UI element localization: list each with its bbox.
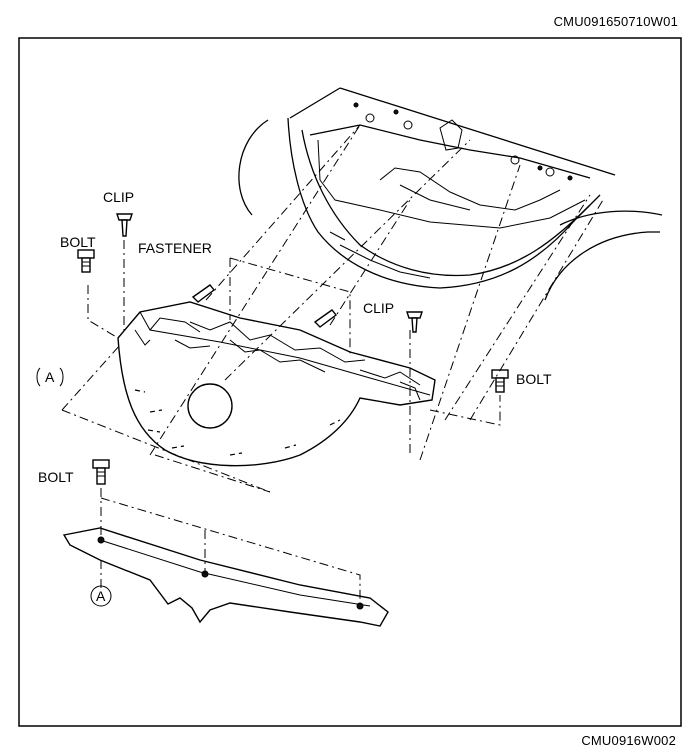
bolt-right-label: BOLT — [516, 371, 552, 387]
assembly-guide-lines — [61, 124, 604, 606]
bolt-left-part — [77, 249, 95, 273]
bolt-right-part — [491, 369, 509, 393]
reference-mark-a-lower: A — [90, 585, 112, 607]
lower-trim-strip — [62, 527, 389, 627]
clip-top-label: CLIP — [103, 189, 134, 205]
fastener-label: FASTENER — [138, 240, 212, 256]
bolt-lower-part — [92, 459, 110, 485]
vehicle-front-body — [238, 87, 663, 301]
bolt-left-label: BOLT — [60, 234, 96, 250]
fastener-parts — [191, 284, 337, 328]
diagram-frame — [18, 37, 682, 727]
ref-a-lower-text: A — [96, 588, 106, 604]
radiator-grille — [117, 301, 436, 467]
clip-right-label: CLIP — [363, 300, 394, 316]
reference-mark-a-upper: A — [36, 367, 64, 387]
ref-a-upper-text: A — [45, 369, 55, 385]
bolt-lower-label: BOLT — [38, 469, 74, 485]
clip-right-part — [406, 311, 423, 333]
clip-top-part — [116, 213, 133, 237]
figure-code-top: CMU091650710W01 — [553, 14, 678, 29]
figure-code-bottom: CMU0916W002 — [581, 733, 676, 748]
